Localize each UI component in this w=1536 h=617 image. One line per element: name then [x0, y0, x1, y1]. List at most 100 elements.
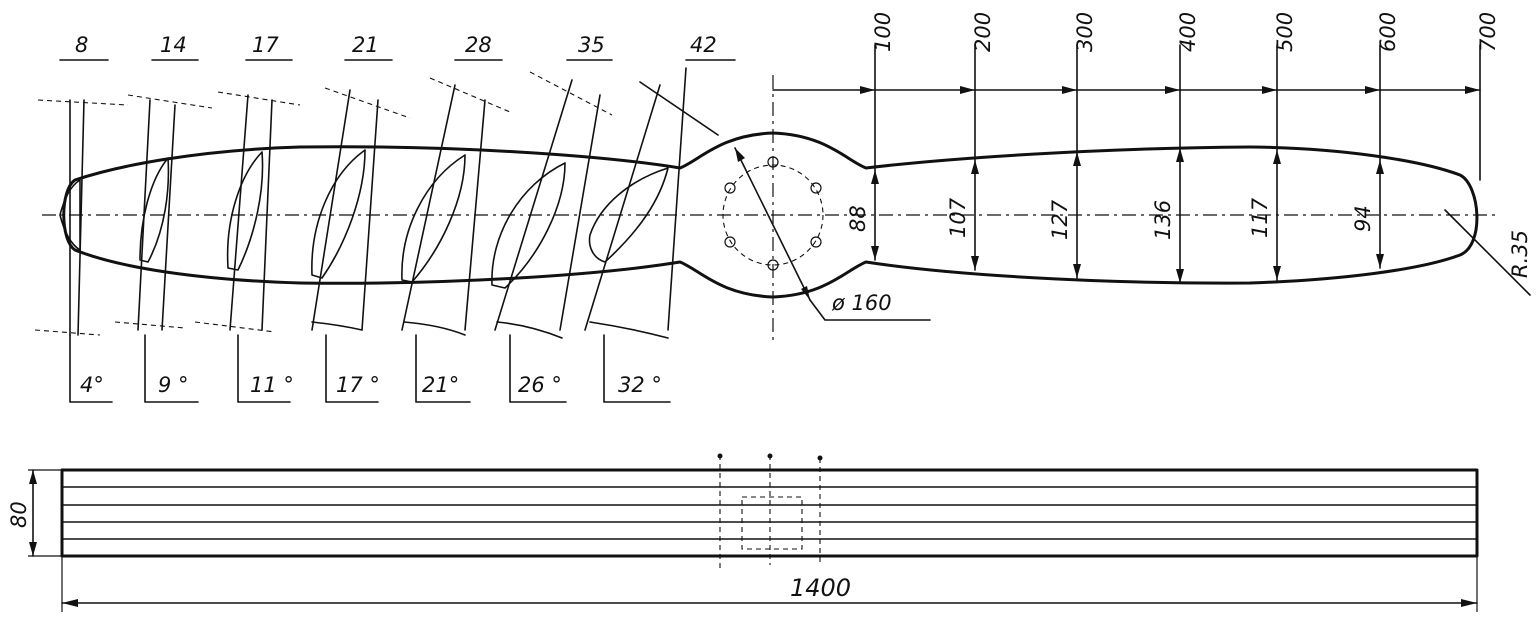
width-label: 117 [1248, 197, 1272, 238]
leader [603, 334, 671, 403]
station-dimensions [772, 44, 1481, 284]
arrowhead [1262, 86, 1277, 94]
width-label: 127 [1048, 199, 1072, 240]
propeller-side-view: 80 1400 [7, 453, 1479, 612]
section-angle-label: 21° [422, 373, 459, 397]
section-angle-label: 17 ° [336, 373, 380, 397]
angle-arrow [403, 321, 466, 336]
angle-arrows [34, 321, 669, 339]
section-depth-label: 42 [690, 33, 717, 57]
width-label: 107 [946, 197, 970, 238]
arrowhead [1376, 254, 1384, 268]
pitch-line [401, 84, 456, 331]
leader [144, 334, 199, 403]
arrowhead [1176, 148, 1184, 162]
section-depth-label: 17 [252, 33, 279, 57]
arrowhead [1365, 86, 1380, 94]
pitch-line [311, 89, 351, 331]
arrowhead [1273, 150, 1281, 164]
hub-diameter-line [734, 147, 811, 301]
pitch-line [464, 99, 486, 331]
hub-recess [741, 496, 803, 550]
hub-bolt-circle [722, 164, 824, 266]
arrowhead [1176, 269, 1184, 283]
pitch-line [161, 104, 176, 331]
arrowhead [801, 286, 810, 300]
section-depth-label: 8 [75, 33, 88, 57]
station-label: 200 [971, 12, 995, 52]
pitch-line [261, 99, 273, 331]
airfoil-section [401, 154, 466, 283]
bolt-hole [767, 156, 779, 168]
arrowhead [871, 246, 879, 260]
width-label: 94 [1351, 205, 1375, 232]
depth-arrow [529, 71, 613, 116]
airfoil-section [59, 179, 81, 251]
width-label: 88 [846, 205, 870, 232]
section-angle-label: 11 ° [250, 373, 294, 397]
arrowhead [860, 86, 875, 94]
airfoil-section [226, 151, 264, 271]
pitch-line [361, 99, 379, 331]
section-angle-label: 4° [80, 373, 104, 397]
bolt-hole [810, 236, 822, 248]
depth-arrow [37, 99, 129, 106]
airfoil-section [588, 167, 669, 263]
depth-arrow [429, 77, 511, 113]
width-label: 136 [1151, 200, 1175, 240]
tip-radius-leader [1444, 209, 1531, 296]
angle-arrow [114, 321, 186, 329]
bolt-hole [724, 236, 736, 248]
bolt-hole [767, 259, 779, 271]
pitch-line [494, 79, 573, 331]
arrowhead [1461, 599, 1477, 607]
arrowhead [971, 160, 979, 174]
arrowhead [62, 599, 78, 607]
section-pitch-lines [69, 67, 687, 336]
angle-arrow [311, 321, 363, 331]
hub-hole-mark [767, 453, 773, 459]
section-depth-label: 21 [352, 33, 379, 57]
leader [237, 334, 291, 403]
hub-diameter-leader [809, 299, 931, 321]
leader [509, 334, 567, 403]
pitch-line [229, 94, 249, 331]
section-angle-label: 32 ° [618, 373, 662, 397]
arrowhead [960, 86, 975, 94]
tip-radius-label: R.35 [1508, 230, 1532, 278]
leader [325, 334, 379, 403]
propeller-top-view: ø 160 R.35 [34, 12, 1532, 403]
hub-bolt-holes [724, 156, 822, 271]
arrowhead [29, 470, 37, 484]
arrowhead [1062, 86, 1077, 94]
arrowhead [735, 148, 745, 162]
angle-arrow [34, 329, 101, 336]
section-angle-label: 9 ° [158, 373, 189, 397]
section-depth-label: 28 [465, 33, 492, 57]
depth-arrow [127, 94, 213, 109]
pitch-line [559, 94, 601, 331]
depth-arrow [324, 87, 411, 119]
station-label: 700 [1476, 12, 1500, 52]
arrowhead [871, 170, 879, 184]
section-depth-label: 14 [160, 33, 187, 57]
bolt-hole [810, 182, 822, 194]
thickness-label: 80 [7, 501, 31, 528]
arrowhead [1465, 86, 1480, 94]
hub-hole-mark [817, 455, 823, 461]
station-label: 500 [1273, 12, 1297, 52]
station-label: 100 [871, 12, 895, 52]
depth-arrow [639, 81, 719, 136]
station-label: 600 [1376, 12, 1400, 52]
station-label: 400 [1176, 12, 1200, 52]
arrowhead [1376, 160, 1384, 174]
angle-label-leaders [69, 334, 671, 403]
angle-arrow [194, 321, 276, 333]
section-depth-label: 35 [578, 33, 605, 57]
arrowhead [29, 542, 37, 556]
bolt-hole [724, 182, 736, 194]
angle-arrow [496, 321, 563, 339]
arrowhead [1165, 86, 1180, 94]
hub-hole-mark [717, 453, 723, 459]
